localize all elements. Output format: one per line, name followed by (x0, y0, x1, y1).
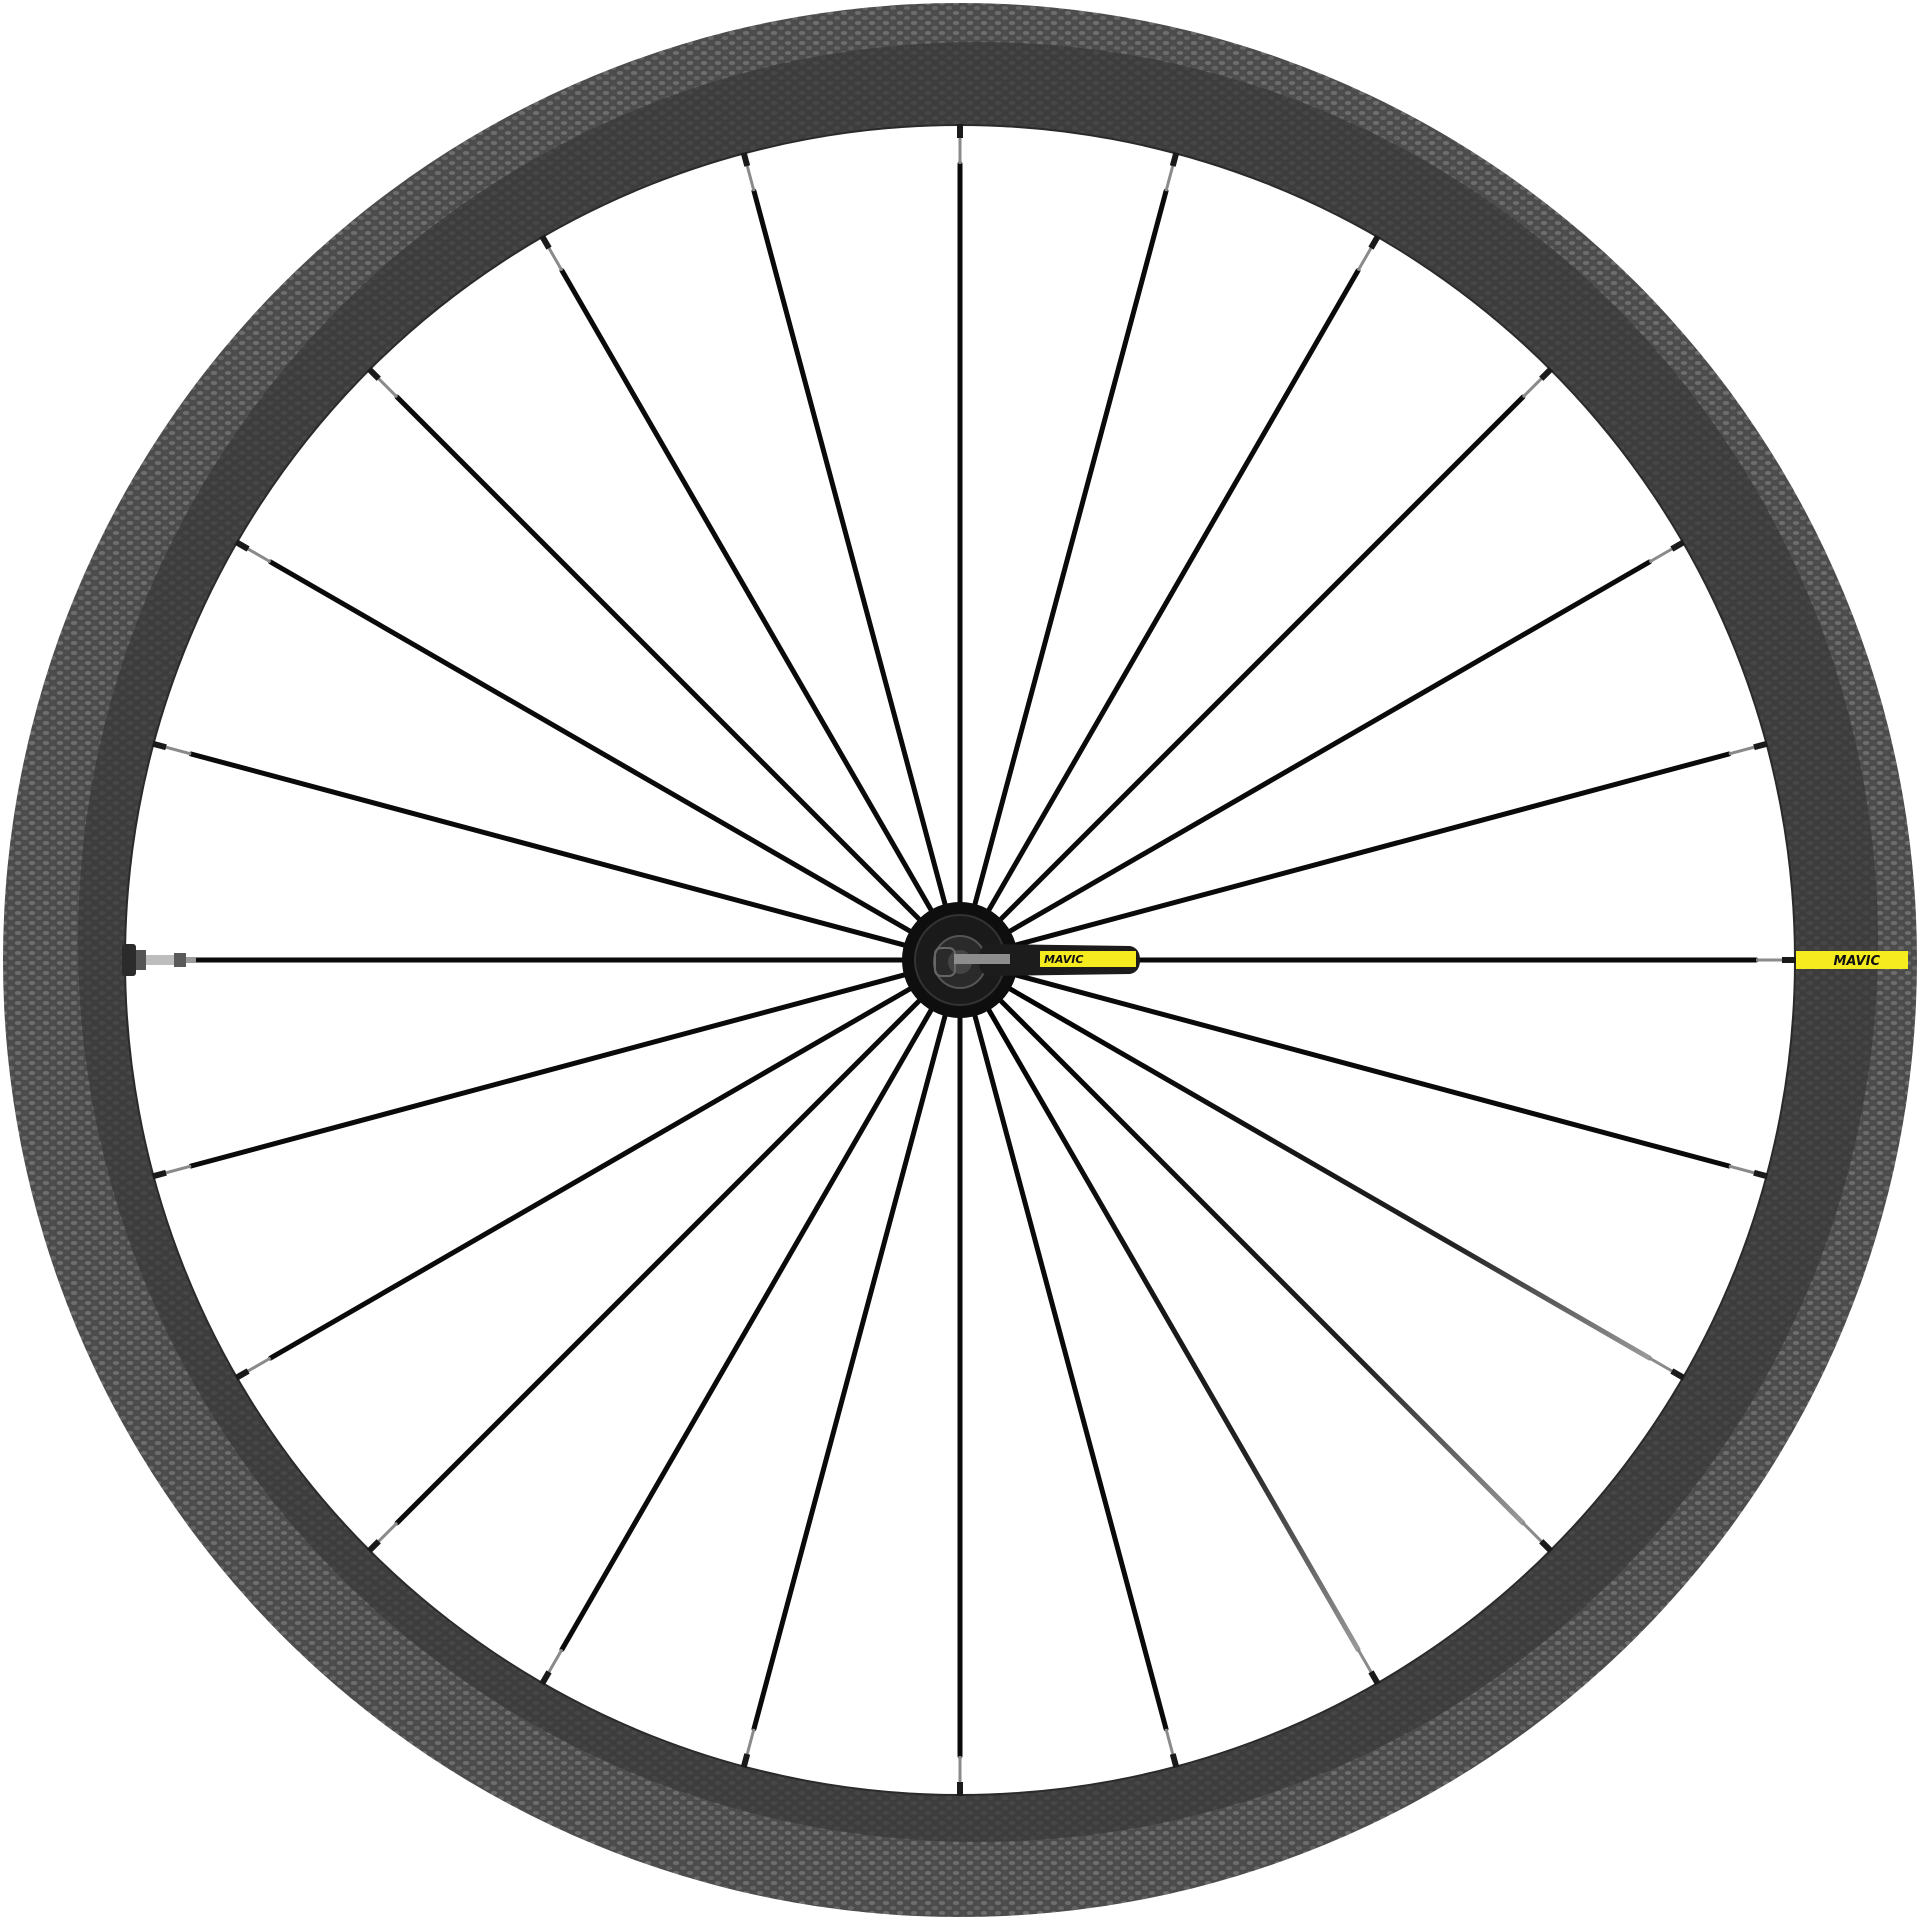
spoke (151, 970, 913, 1180)
spoke (994, 366, 1554, 926)
spoke (983, 1002, 1381, 1686)
spoke (970, 1007, 1180, 1769)
spoke (1002, 539, 1686, 937)
spoke (1007, 740, 1769, 950)
rim-decal-text: MAVIC (1833, 954, 1880, 969)
spokes (124, 124, 1796, 1796)
valve-stem (122, 944, 196, 976)
spoke (234, 983, 918, 1381)
spoke (740, 1007, 950, 1769)
spoke (994, 994, 1554, 1554)
spoke (983, 234, 1381, 918)
spoke (740, 151, 950, 913)
spoke (1002, 983, 1686, 1381)
spoke (234, 539, 918, 937)
quick-release-label: MAVIC (1044, 953, 1083, 966)
spoke (970, 151, 1180, 913)
spoke (539, 1002, 937, 1686)
spoke (366, 994, 926, 1554)
spoke (151, 740, 913, 950)
rim-decal: MAVIC (1796, 951, 1908, 969)
spoke (539, 234, 937, 918)
spoke (1007, 970, 1769, 1180)
quick-release-lever: MAVIC (954, 944, 1140, 976)
spoke (366, 366, 926, 926)
